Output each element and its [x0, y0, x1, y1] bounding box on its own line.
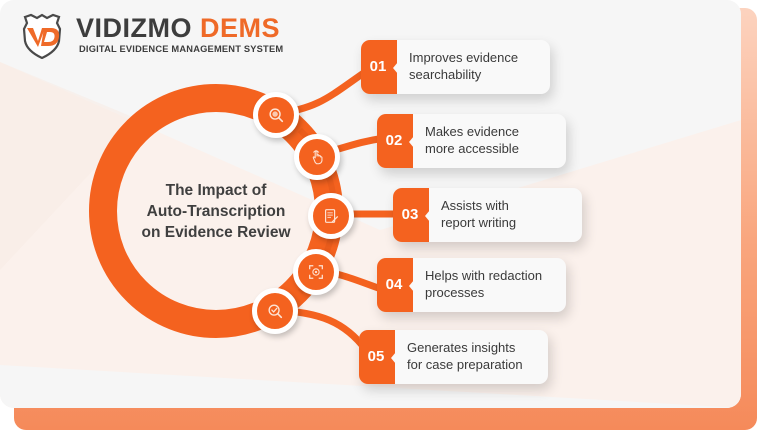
item-number: 02: [385, 132, 403, 149]
item-label-line2: searchability: [409, 67, 482, 82]
item-number: 05: [367, 348, 385, 365]
item-label-line1: Improves evidence: [409, 50, 519, 65]
search-icon: [269, 108, 284, 123]
touch-hand-icon-node: [294, 134, 340, 180]
number-tab: [377, 258, 414, 312]
item-number: 03: [401, 206, 419, 223]
touch-hand-icon: [312, 150, 323, 165]
number-tab: [361, 40, 398, 94]
impact-item-4: 04 Helps with redaction processes: [377, 258, 566, 312]
diagram-title: The Impact of Auto-Transcription on Evid…: [130, 180, 302, 243]
document-edit-icon-node: [308, 193, 354, 239]
search-check-icon-node: [252, 288, 298, 334]
brand-subtitle: DIGITAL EVIDENCE MANAGEMENT SYSTEM: [79, 44, 284, 54]
number-tab: [393, 188, 430, 242]
number-tab: [377, 114, 414, 168]
item-number: 01: [369, 58, 387, 75]
document-edit-icon: [325, 209, 339, 223]
impact-item-3: 03 Assists with report writing: [393, 188, 582, 242]
item-label-line2: for case preparation: [407, 357, 523, 372]
impact-item-1: 01 Improves evidence searchability: [361, 40, 550, 94]
item-label-line1: Helps with redaction: [425, 268, 543, 283]
item-label: Makes evidence more accessible: [425, 123, 561, 157]
number-tab: [359, 330, 396, 384]
item-label-line1: Assists with: [441, 198, 509, 213]
search-check-icon: [268, 304, 283, 319]
brand-name-vidizmo: VIDIZMO: [76, 13, 192, 43]
item-number: 04: [385, 276, 403, 293]
item-label-line1: Generates insights: [407, 340, 516, 355]
shield-logo-icon: [22, 13, 62, 59]
item-label-line2: more accessible: [425, 141, 519, 156]
search-icon-node: [253, 92, 299, 138]
item-label-line2: processes: [425, 285, 485, 300]
face-scan-icon: [309, 265, 323, 279]
item-label-line1: Makes evidence: [425, 124, 519, 139]
face-scan-icon-node: [293, 249, 339, 295]
item-label-line2: report writing: [441, 215, 517, 230]
impact-item-2: 02 Makes evidence more accessible: [377, 114, 566, 168]
brand-name: VIDIZMO DEMS: [76, 13, 280, 43]
item-label: Helps with redaction processes: [425, 267, 561, 301]
item-label: Assists with report writing: [441, 197, 577, 231]
title-line-2: Auto-Transcription: [146, 203, 286, 220]
item-label: Generates insights for case preparation: [407, 339, 543, 373]
title-line-1: The Impact of: [165, 182, 267, 199]
vidizmo-dems-logo: VIDIZMO DEMS DIGITAL EVIDENCE MANAGEMENT…: [17, 13, 287, 61]
title-line-3: on Evidence Review: [141, 224, 291, 241]
item-label: Improves evidence searchability: [409, 49, 545, 83]
brand-name-dems: DEMS: [200, 13, 281, 43]
infographic-card: VIDIZMO DEMS DIGITAL EVIDENCE MANAGEMENT…: [17, 13, 582, 384]
impact-item-5: 05 Generates insights for case preparati…: [359, 330, 548, 384]
